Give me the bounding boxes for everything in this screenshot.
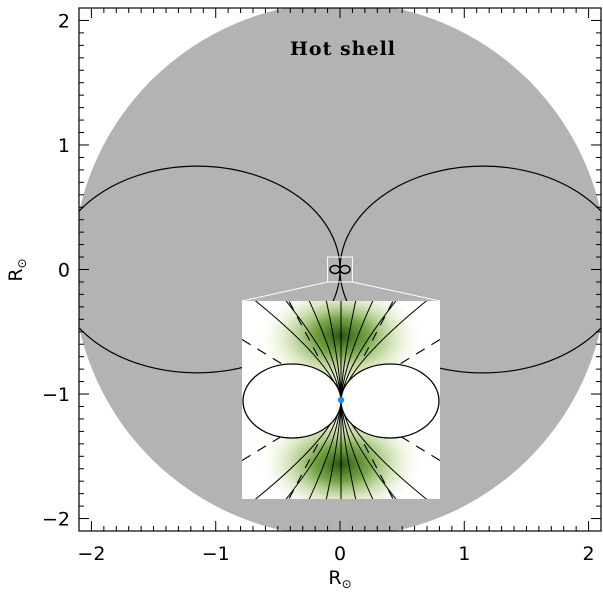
x-tick-label: −2 bbox=[77, 543, 105, 565]
inset-dash bbox=[242, 454, 251, 461]
zoom-source-box bbox=[327, 256, 353, 283]
inset-dash bbox=[371, 331, 378, 341]
inset-dash bbox=[312, 347, 319, 357]
y-axis-title: R⊙ bbox=[5, 258, 29, 281]
axis-tick-labels: −2 −1 0 1 2 −2 −1 0 1 2 bbox=[42, 10, 595, 565]
x-axis-title: R⊙ bbox=[328, 567, 351, 591]
inset-field-line bbox=[340, 301, 357, 401]
inset-field-line bbox=[308, 301, 342, 401]
inset-dash bbox=[257, 348, 267, 355]
inset-left-loop bbox=[242, 363, 342, 439]
zoom-connector-right bbox=[352, 281, 441, 302]
inset-dash bbox=[312, 443, 319, 453]
inset-dash bbox=[363, 443, 370, 453]
inset-dash bbox=[304, 459, 311, 469]
inset-dash bbox=[272, 357, 282, 364]
x-tick-label: 2 bbox=[583, 543, 595, 565]
inset-center-marker bbox=[337, 396, 345, 404]
inset-right-loop bbox=[340, 363, 440, 439]
mini-field-loops bbox=[329, 264, 351, 275]
inset-dash bbox=[431, 454, 440, 461]
inset-dash bbox=[296, 474, 303, 484]
inset-dash bbox=[379, 474, 386, 484]
zoom-indicator bbox=[241, 256, 441, 302]
inset-dash bbox=[257, 445, 267, 452]
inset-dash bbox=[304, 331, 311, 341]
axis-ticks bbox=[79, 8, 601, 531]
inset-dash bbox=[371, 459, 378, 469]
inset-dash bbox=[431, 339, 440, 346]
x-tick-label: 1 bbox=[458, 543, 470, 565]
inset-dash bbox=[379, 316, 386, 326]
y-tick-label: 2 bbox=[58, 10, 70, 32]
inset-dash bbox=[363, 347, 370, 357]
inset-dash bbox=[288, 489, 295, 499]
inset-dash bbox=[242, 339, 251, 346]
inset-dash bbox=[415, 445, 425, 452]
inset-field-line bbox=[340, 399, 357, 499]
inset-dash bbox=[387, 489, 394, 499]
y-tick-label: 0 bbox=[58, 260, 70, 282]
y-tick-label: −2 bbox=[42, 509, 70, 531]
inset-panel bbox=[242, 301, 440, 499]
inset-field-line bbox=[340, 301, 374, 401]
inset-dash bbox=[288, 301, 295, 311]
inset-dash bbox=[415, 348, 425, 355]
inset-dash bbox=[400, 357, 410, 364]
zoom-connector-left bbox=[241, 281, 328, 302]
inset-dash bbox=[387, 301, 394, 311]
hot-shell-label: Hot shell bbox=[290, 38, 396, 60]
y-tick-label: −1 bbox=[42, 384, 70, 406]
inset-dash bbox=[296, 316, 303, 326]
x-tick-label: 0 bbox=[334, 543, 346, 565]
x-tick-label: −1 bbox=[202, 543, 230, 565]
y-tick-label: 1 bbox=[58, 135, 70, 157]
